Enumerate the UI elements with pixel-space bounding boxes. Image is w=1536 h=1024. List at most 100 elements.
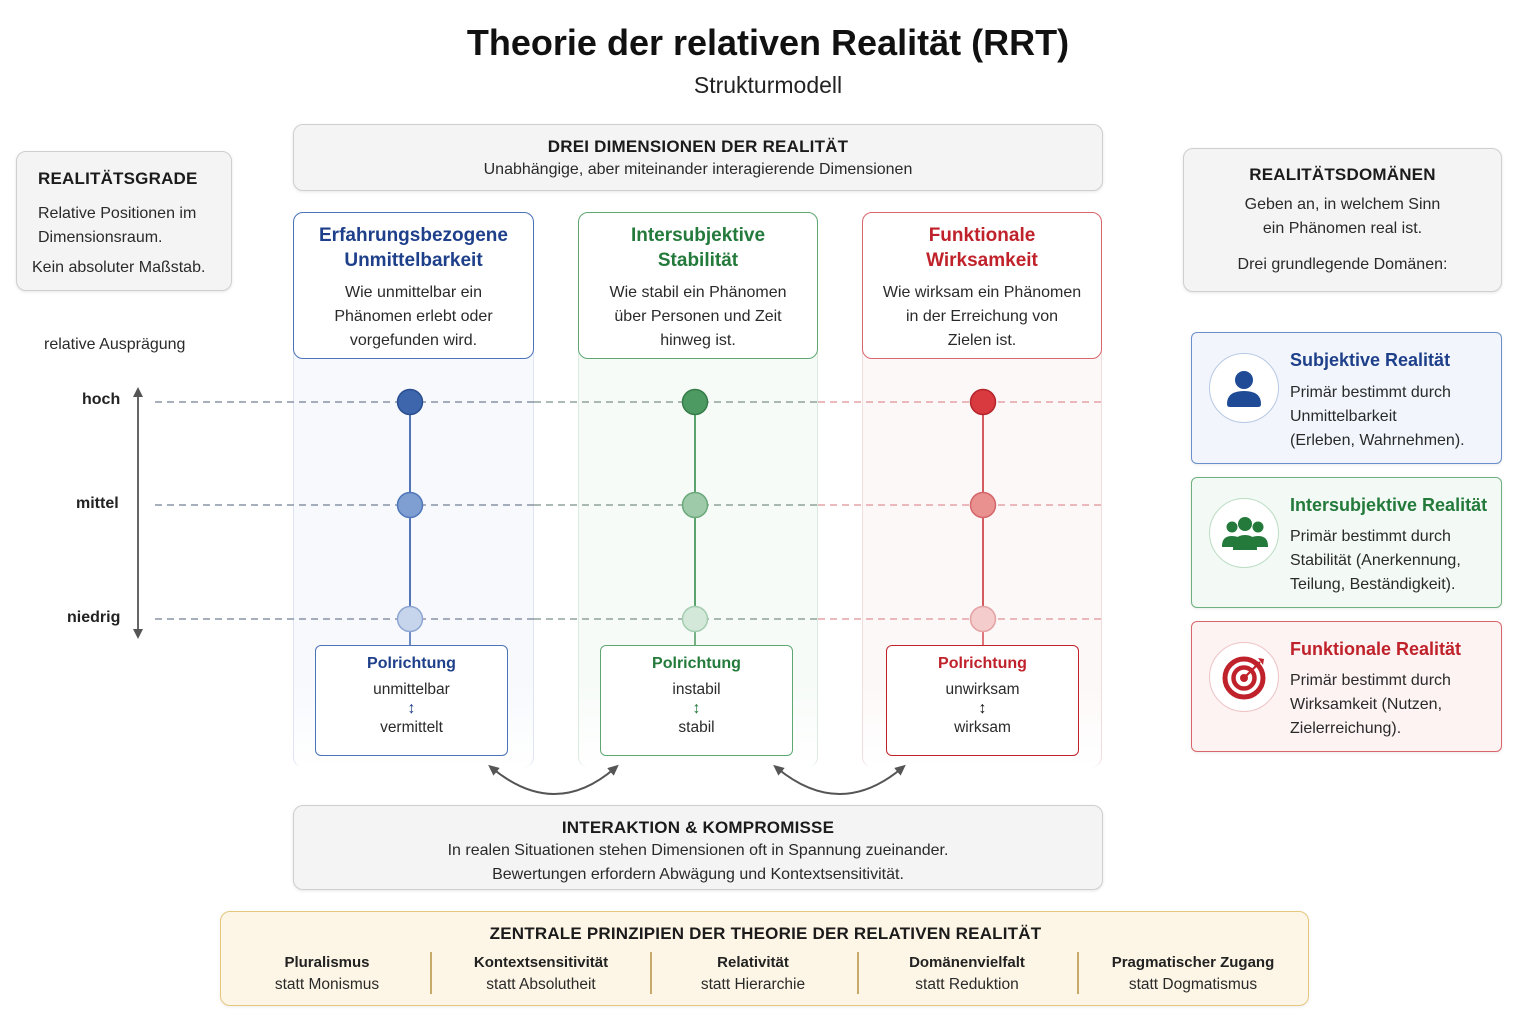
scale-label: relative Ausprägung: [44, 336, 186, 353]
dot-stability-high: [681, 388, 709, 416]
column-header-stability: Intersubjektive Stabilität Wie stabil ei…: [578, 212, 818, 359]
dot-stability-medium: [681, 491, 709, 519]
interaction-arrow-left: [488, 764, 619, 795]
page-subtitle: Strukturmodell: [693, 72, 843, 98]
dimensions-header-box: DREI DIMENSIONEN DER REALITÄT Unabhängig…: [293, 124, 1103, 191]
dot-immediacy-medium: [396, 491, 424, 519]
column-desc-effectiveness-2: in der Erreichung von: [905, 308, 1059, 325]
interaction-arrow-right: [773, 764, 906, 795]
level-low: niedrig: [67, 609, 121, 626]
domain-title-functional: Funktionale Realität: [1290, 639, 1462, 659]
grades-heading: REALITÄTSGRADE: [38, 169, 198, 188]
level-high: hoch: [82, 391, 121, 408]
group-icon: [1209, 498, 1279, 568]
column-desc-effectiveness-1: Wie wirksam ein Phänomen: [882, 284, 1082, 301]
column-header-effectiveness: Funktionale Wirksamkeit Wie wirksam ein …: [862, 212, 1102, 359]
domain-line-functional-1: Primär bestimmt durch: [1290, 672, 1451, 689]
target-icon: [1209, 642, 1279, 712]
pole-top-stability: instabil: [672, 681, 721, 698]
grades-line-1: Relative Positionen im: [38, 205, 197, 222]
principle-sub: statt Dogmatismus: [1128, 976, 1258, 993]
dimensions-heading: DREI DIMENSIONEN DER REALITÄT: [547, 137, 849, 156]
principle-item: Pragmatischer Zugang statt Dogmatismus: [1081, 954, 1305, 994]
principle-item: Kontextsensitivität statt Absolutheit: [435, 954, 647, 994]
interaction-line-2: Bewertungen erfordern Abwägung und Konte…: [492, 866, 904, 883]
column-title-immediacy-2: Unmittelbarkeit: [344, 250, 483, 271]
pole-title-immediacy: Polrichtung: [367, 655, 456, 672]
principle-sub: statt Monismus: [274, 976, 380, 993]
page-title: Theorie der relativen Realität (RRT): [466, 22, 1070, 63]
domains-box: REALITÄTSDOMÄNEN Geben an, in welchem Si…: [1183, 148, 1502, 292]
principle-name: Relativität: [717, 954, 789, 971]
pole-top-immediacy: unmittelbar: [373, 681, 450, 698]
pole-bottom-effectiveness: wirksam: [954, 719, 1011, 736]
domain-line-intersubjective-3: Teilung, Beständigkeit).: [1290, 576, 1456, 593]
dimensions-text: Unabhängige, aber miteinander interagier…: [483, 161, 913, 178]
column-desc-effectiveness-3: Zielen ist.: [947, 332, 1017, 349]
person-icon: [1209, 353, 1279, 423]
column-title-stability-1: Intersubjektive: [630, 225, 766, 246]
level-lines: [155, 401, 1102, 620]
principle-name: Kontextsensitivität: [473, 954, 609, 971]
principle-name: Pragmatischer Zugang: [1111, 954, 1275, 971]
principle-item: Relativität statt Hierarchie: [653, 954, 853, 994]
dot-effectiveness-medium: [969, 491, 997, 519]
pole-arrow-icon: ↕: [692, 700, 701, 717]
domains-line-1: Geben an, in welchem Sinn: [1244, 196, 1441, 213]
domain-line-functional-2: Wirksamkeit (Nutzen,: [1290, 696, 1443, 713]
principle-divider: [650, 952, 652, 994]
pole-box-immediacy: Polrichtung unmittelbar ↕ vermittelt: [315, 645, 508, 756]
domain-line-intersubjective-1: Primär bestimmt durch: [1290, 528, 1451, 545]
column-header-immediacy: Erfahrungsbezogene Unmittelbarkeit Wie u…: [293, 212, 534, 359]
column-desc-immediacy-2: Phänomen erlebt oder: [334, 308, 493, 325]
domain-card-subjective: Subjektive Realität Primär bestimmt durc…: [1191, 332, 1502, 464]
column-title-immediacy-1: Erfahrungsbezogene: [319, 225, 508, 246]
principle-divider: [857, 952, 859, 994]
column-desc-stability-3: hinweg ist.: [660, 332, 736, 349]
column-title-effectiveness-2: Wirksamkeit: [926, 250, 1038, 271]
grades-box: REALITÄTSGRADE Relative Positionen im Di…: [16, 151, 232, 291]
pole-box-stability: Polrichtung instabil ↕ stabil: [600, 645, 793, 756]
domains-heading: REALITÄTSDOMÄNEN: [1249, 165, 1436, 184]
pole-title-stability: Polrichtung: [652, 655, 741, 672]
domain-line-subjective-1: Primär bestimmt durch: [1290, 384, 1451, 401]
domain-title-subjective: Subjektive Realität: [1290, 350, 1451, 370]
domains-line-3: Drei grundlegende Domänen:: [1237, 256, 1448, 273]
column-title-effectiveness-1: Funktionale: [928, 225, 1036, 246]
pole-bottom-immediacy: vermittelt: [380, 719, 443, 736]
pole-bottom-stability: stabil: [678, 719, 715, 736]
dot-stability-low: [681, 605, 709, 633]
principle-name: Pluralismus: [284, 954, 370, 971]
principle-sub: statt Absolutheit: [486, 976, 596, 993]
principle-divider: [1077, 952, 1079, 994]
principle-sub: statt Hierarchie: [700, 976, 806, 993]
domain-line-intersubjective-2: Stabilität (Anerkennung,: [1290, 552, 1461, 569]
principle-item: Pluralismus statt Monismus: [229, 954, 425, 994]
pole-arrow-icon: ↕: [407, 700, 416, 717]
domain-line-functional-3: Zielerreichung).: [1290, 720, 1402, 737]
dot-effectiveness-high: [969, 388, 997, 416]
principle-name: Domänenvielfalt: [909, 954, 1025, 971]
pole-box-effectiveness: Polrichtung unwirksam ↕ wirksam: [886, 645, 1079, 756]
grades-line-2: Dimensionsraum.: [38, 229, 163, 246]
column-title-stability-2: Stabilität: [657, 250, 739, 271]
domain-card-intersubjective: Intersubjektive Realität Primär bestimmt…: [1191, 477, 1502, 608]
grades-line-3: Kein absoluter Maßstab.: [32, 259, 206, 276]
principles-heading: ZENTRALE PRINZIPIEN DER THEORIE DER RELA…: [489, 924, 1042, 943]
dot-effectiveness-low: [969, 605, 997, 633]
interaction-line-1: In realen Situationen stehen Dimensionen…: [447, 842, 949, 859]
domain-title-intersubjective: Intersubjektive Realität: [1290, 495, 1488, 515]
pole-top-effectiveness: unwirksam: [945, 681, 1020, 698]
dot-immediacy-low: [396, 605, 424, 633]
interaction-box: INTERAKTION & KOMPROMISSE In realen Situ…: [293, 805, 1103, 890]
domain-line-subjective-2: Unmittelbarkeit: [1290, 408, 1397, 425]
principle-divider: [430, 952, 432, 994]
pole-arrow-icon: ↕: [978, 700, 987, 717]
domains-line-2: ein Phänomen real ist.: [1262, 220, 1423, 237]
column-desc-immediacy-3: vorgefunden wird.: [349, 332, 478, 349]
column-desc-stability-2: über Personen und Zeit: [614, 308, 782, 325]
principle-item: Domänenvielfalt statt Reduktion: [861, 954, 1073, 994]
domain-card-functional: Funktionale Realität Primär bestimmt dur…: [1191, 621, 1502, 752]
dot-immediacy-high: [396, 388, 424, 416]
